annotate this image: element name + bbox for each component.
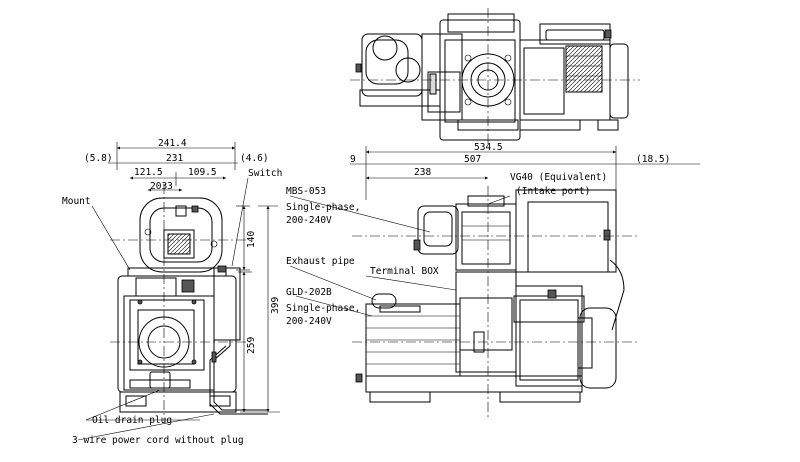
dim-front-right-half: 109.5 <box>188 167 217 178</box>
oil-drain-leader <box>85 389 161 421</box>
dim-side-right-offset: (18.5) <box>636 154 670 165</box>
gld-leader <box>295 295 373 317</box>
label-mbs-model: MBS-053 <box>286 186 326 197</box>
label-gld-model: GLD-202B <box>286 287 332 298</box>
dim-front-left-offset: (5.8) <box>84 153 113 164</box>
side-view-intake-body <box>455 203 517 271</box>
switch-leader <box>231 177 249 267</box>
exhaust-leader <box>289 265 377 301</box>
label-terminal-box: Terminal BOX <box>370 266 439 277</box>
dim-side-length-body: 507 <box>464 154 481 165</box>
side-view-fan-cover <box>579 307 617 389</box>
side-view-cable <box>609 259 625 331</box>
side-view-base <box>369 391 431 403</box>
label-oil-drain-plug: Oil drain plug <box>92 415 172 426</box>
dim-side-length-overall: 534.5 <box>474 142 503 153</box>
front-view <box>110 184 268 420</box>
side-view-terminal-box <box>455 271 517 373</box>
callout-text: Mount Switch MBS-053 Single-phase, 200-2… <box>62 168 607 446</box>
dim-side-left-offset: 9 <box>350 154 356 165</box>
dim-front-inner-width: 2033 <box>150 181 173 192</box>
label-mount: Mount <box>62 196 91 207</box>
dim-front-width-overall: 241.4 <box>158 138 187 149</box>
side-view-blower <box>417 205 459 255</box>
side-view-motor <box>515 285 583 387</box>
label-gld-power-1: Single-phase, <box>286 303 360 314</box>
dim-front-right-offset: (4.6) <box>240 153 269 164</box>
top-view-blower-housing <box>361 33 423 97</box>
dim-side-intake-distance: 238 <box>414 167 431 178</box>
dim-front-height-upper: 140 <box>246 231 257 248</box>
dimension-lines <box>77 142 700 441</box>
label-power-cord: 3 wire power cord without plug <box>72 435 244 446</box>
mbs-leader <box>289 195 431 233</box>
side-view-exhaust-pipe <box>371 293 397 309</box>
dim-front-height-total: 399 <box>270 297 281 314</box>
top-view <box>350 8 640 145</box>
dim-front-left-half: 121.5 <box>134 167 163 178</box>
terminal-leader <box>365 275 457 291</box>
top-view-fan-cover <box>609 43 629 119</box>
front-view-switch-box <box>213 267 241 341</box>
label-gld-power-2: 200-240V <box>286 316 332 327</box>
side-view <box>352 186 640 420</box>
label-mbs-power-1: Single-phase, <box>286 202 360 213</box>
mount-leader <box>91 205 131 271</box>
label-vg40: VG40 (Equivalent) <box>510 172 607 183</box>
label-exhaust-pipe: Exhaust pipe <box>286 256 355 267</box>
front-view-base <box>119 391 237 413</box>
vg40-leader <box>487 195 511 205</box>
front-view-blower <box>139 197 223 273</box>
label-intake-port: (Intake port) <box>516 186 590 197</box>
front-view-oil-drain <box>149 371 171 389</box>
label-mbs-power-2: 200-240V <box>286 215 332 226</box>
dim-front-height-lower: 259 <box>246 337 257 354</box>
power-cord-leader <box>77 413 215 441</box>
dim-front-width-body: 231 <box>166 153 183 164</box>
label-switch: Switch <box>248 168 282 179</box>
dimension-text: 241.4 231 (5.8) (4.6) 121.5 109.5 2033 1… <box>84 138 670 354</box>
